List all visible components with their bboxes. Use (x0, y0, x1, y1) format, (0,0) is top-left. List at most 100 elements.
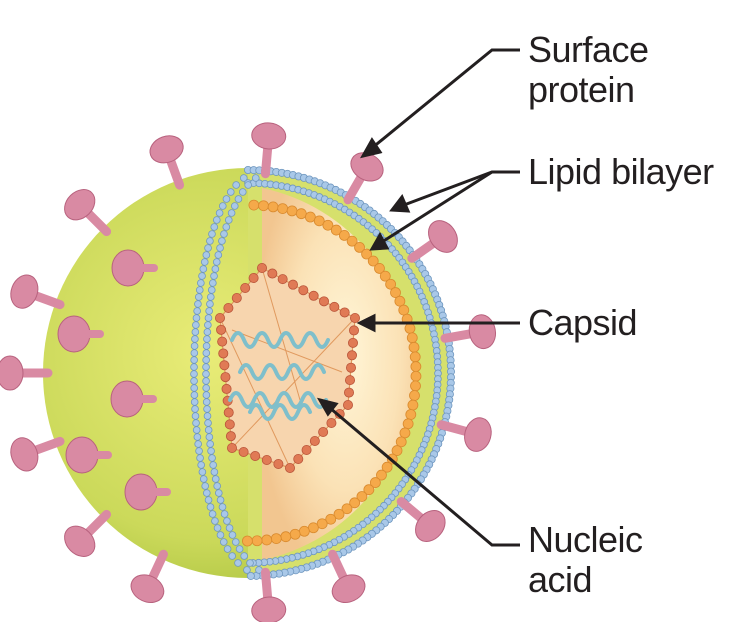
lipid-head (239, 174, 248, 182)
lipid-head (202, 398, 211, 406)
capsid-bead (287, 279, 298, 290)
lipid-head (222, 223, 231, 231)
lipid-head (234, 559, 242, 567)
lipid-head (191, 328, 200, 336)
capsid-bead (280, 531, 292, 543)
capsid-bead (250, 450, 261, 461)
capsid-bead (346, 235, 358, 247)
lipid-head (226, 188, 235, 196)
capsid-bead (318, 426, 329, 437)
capsid-bead (363, 484, 375, 496)
capsid-bead (298, 525, 310, 537)
lipid-head (220, 510, 229, 518)
protein-head (0, 355, 24, 391)
capsid-bead (404, 322, 416, 334)
lipid-head (190, 349, 199, 357)
capsid-bead (369, 477, 381, 488)
lipid-head (208, 510, 217, 518)
lipid-head (191, 335, 199, 343)
lipid-head (208, 230, 216, 238)
protein-head (428, 220, 458, 253)
lipid-head (216, 531, 225, 539)
capsid-bead (341, 503, 353, 515)
capsid-bead (242, 535, 253, 547)
lipid-head (207, 293, 215, 301)
lipid-head (190, 384, 198, 392)
capsid-bead (376, 469, 387, 481)
lipid-head (205, 307, 213, 315)
lipid-head (202, 356, 210, 364)
lipid-head (190, 391, 199, 399)
lipid-head (192, 419, 200, 427)
lipid-head (212, 216, 221, 224)
capsid-bead (361, 248, 372, 260)
capsid-bead (410, 380, 421, 392)
lipid-head (192, 426, 201, 434)
lipid-head (206, 237, 214, 245)
capsid-bead (298, 285, 309, 296)
capsid-bead (330, 224, 342, 236)
capsid-bead (223, 302, 234, 313)
capsid-bead (289, 528, 301, 540)
capsid-bead (354, 241, 365, 253)
capsid-bead (231, 292, 242, 303)
lipid-head (190, 370, 198, 378)
capsid-bead (214, 312, 225, 323)
lipid-head (218, 503, 227, 511)
capsid-bead (277, 203, 289, 215)
capsid-bead (267, 268, 278, 279)
lipid-head (192, 321, 200, 329)
protein-head (64, 525, 96, 557)
capsid-bead (339, 307, 350, 318)
label-lipid-bilayer: Lipid bilayer (528, 151, 714, 192)
capsid-bead (225, 431, 236, 442)
lipid-head (224, 216, 233, 224)
capsid-bead (248, 199, 260, 211)
lipid-head (202, 349, 211, 357)
lipid-bilayer-inner (190, 174, 263, 574)
capsid-bead (394, 295, 406, 307)
lipid-head (210, 468, 219, 476)
capsid-bead (293, 453, 304, 464)
lipid-head (202, 363, 210, 371)
capsid-bead (322, 219, 334, 231)
capsid-bead (273, 458, 284, 469)
lipid-head (246, 559, 254, 567)
protein-stalk (90, 451, 112, 459)
capsid-beads (214, 262, 360, 473)
capsid-bead (347, 337, 358, 348)
label-surface-protein: Surface protein (528, 30, 649, 110)
nucleic-acid (228, 331, 330, 421)
lipid-head (210, 272, 218, 280)
lipid-head (202, 391, 211, 399)
capsid-bead (270, 533, 282, 544)
lipid-head (203, 412, 212, 420)
capsid-bead (226, 442, 237, 453)
capsid-bead (309, 435, 320, 446)
lipid-head (228, 552, 236, 560)
capsid-bead (346, 350, 357, 361)
capsid-bead (325, 513, 337, 525)
protein-head (251, 596, 287, 622)
lipid-head (206, 440, 214, 448)
capsid-bead (385, 278, 397, 290)
lipid-head (190, 363, 198, 371)
lipid-head (244, 181, 252, 189)
lipid-head (230, 202, 239, 210)
label-nucleic-acid-line2: acid (528, 559, 593, 600)
label-surface-protein-line1: Surface (528, 29, 649, 70)
lipid-head (211, 517, 219, 525)
lipid-head (210, 223, 219, 231)
capsid-bead (405, 409, 417, 420)
lipid-head (190, 356, 198, 364)
capsid-bead (349, 312, 360, 323)
capsid-bead (240, 282, 251, 293)
capsid-bead (408, 341, 420, 353)
protein-head (10, 274, 39, 309)
capsid-bead (216, 324, 227, 335)
lipid-head (235, 545, 244, 553)
lipid-head (251, 174, 260, 182)
capsid-bead (409, 390, 420, 401)
capsid-bead (267, 201, 279, 213)
lipid-head (209, 279, 217, 287)
